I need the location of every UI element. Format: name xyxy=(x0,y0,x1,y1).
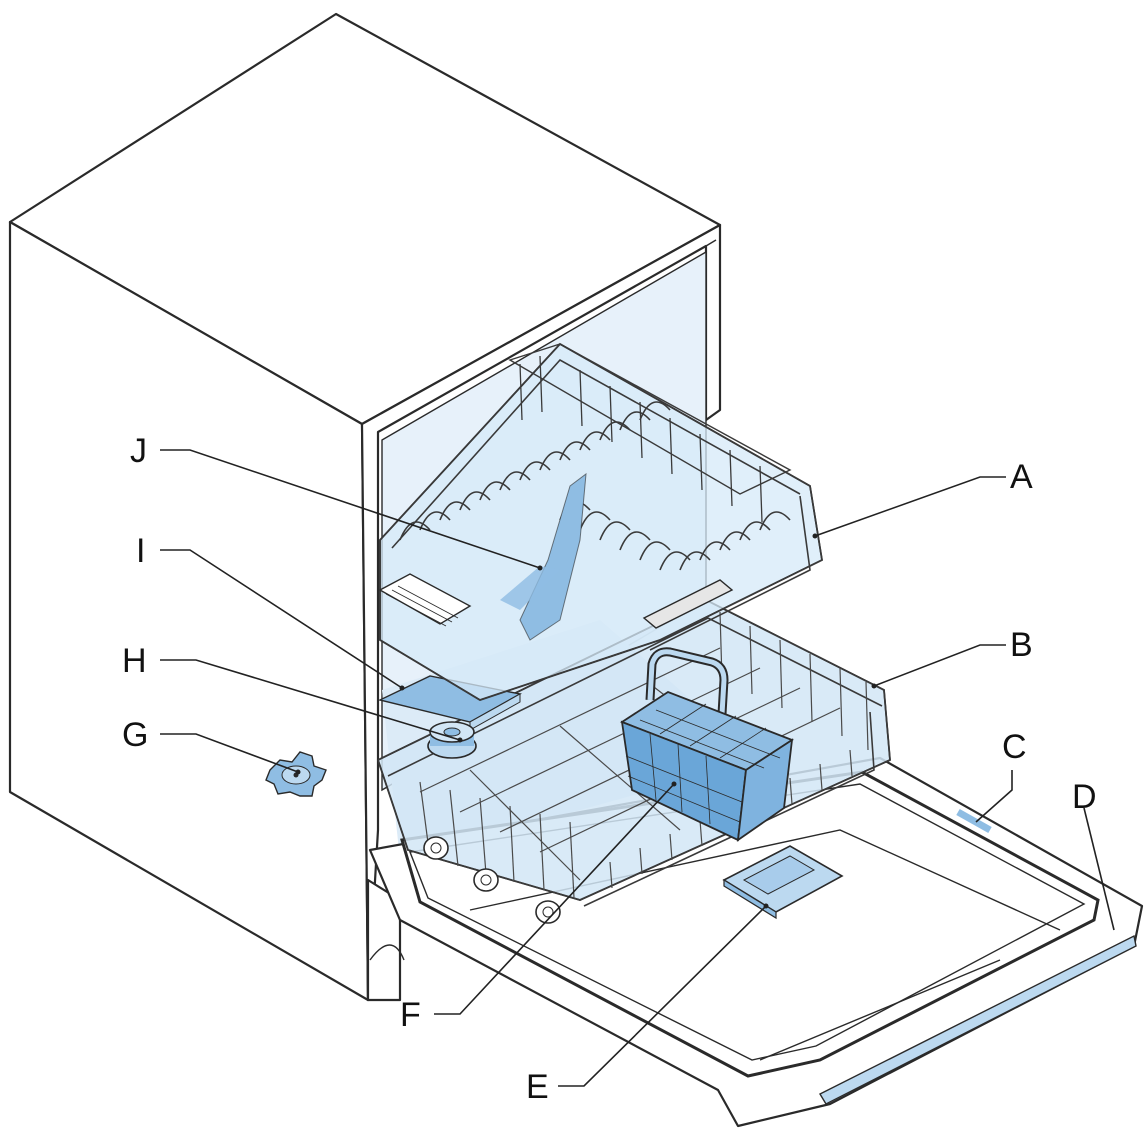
salt-container-cap xyxy=(265,751,327,797)
label-e: E xyxy=(526,1068,549,1106)
label-f: F xyxy=(400,996,421,1034)
callout-d: D xyxy=(1072,778,1115,931)
label-h: H xyxy=(122,642,147,680)
callout-c: C xyxy=(975,728,1027,823)
label-c: C xyxy=(1002,728,1027,766)
label-i: I xyxy=(136,532,145,570)
upper-rack xyxy=(378,342,823,701)
callout-h: H xyxy=(122,642,463,743)
upper-rack-tines xyxy=(399,401,791,571)
callouts: A B C D E F xyxy=(122,432,1115,1106)
callout-e: E xyxy=(526,903,769,1106)
filter-assembly xyxy=(427,721,477,759)
callout-b: B xyxy=(871,626,1033,689)
label-a: A xyxy=(1010,458,1033,496)
door-seal-strip xyxy=(956,808,992,834)
label-d: D xyxy=(1072,778,1097,816)
cutlery-basket xyxy=(620,647,794,842)
label-b: B xyxy=(1010,626,1033,664)
callout-f: F xyxy=(400,781,677,1034)
dishwasher-cabinet xyxy=(8,12,722,1002)
lower-rack-wheels xyxy=(423,836,561,924)
callout-j: J xyxy=(130,432,543,571)
upper-spray-arm xyxy=(500,472,587,641)
label-j: J xyxy=(130,432,147,470)
callout-i: I xyxy=(136,532,405,691)
callout-g: G xyxy=(122,716,301,775)
label-g: G xyxy=(122,716,148,754)
callout-a: A xyxy=(812,458,1033,539)
door-bottom-strip xyxy=(819,934,1137,1105)
